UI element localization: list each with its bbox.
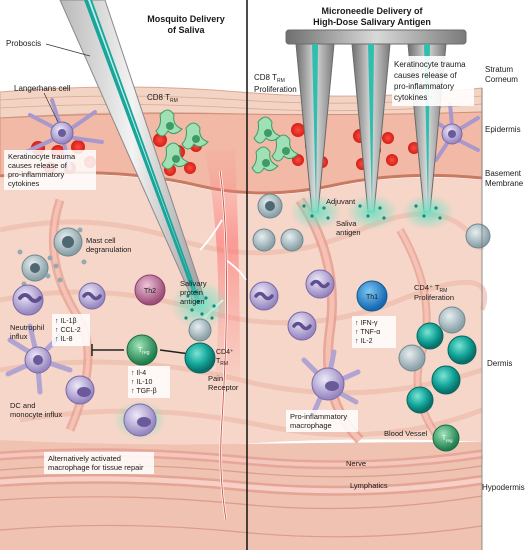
right-labels: CD8 TRM Proliferation Keratinocyte traum… xyxy=(254,56,474,490)
keratinocyte-right-4: cytokines xyxy=(394,93,427,102)
th1-cytokine-3: ↑ IL-2 xyxy=(355,338,373,345)
treg-cytokine-1: ↑ Il-4 xyxy=(131,370,146,377)
th1-label: Th1 xyxy=(366,294,378,301)
th1-cytokine-2: ↑ TNF-α xyxy=(355,329,380,336)
saliva-label-2: antigen xyxy=(336,228,361,237)
keratinocyte-left-1: Keratinocyte trauma xyxy=(8,152,76,161)
cd4-label-right: CD4⁺ TRM xyxy=(414,283,447,294)
cd8-label-right-2: Proliferation xyxy=(254,85,297,94)
cytokine-left-1: ↑ IL-1β xyxy=(55,318,77,325)
pain-receptor xyxy=(199,150,247,521)
lymphatics-label: Lymphatics xyxy=(350,481,388,490)
dermis-label: Dermis xyxy=(487,359,512,368)
proboscis xyxy=(59,0,206,306)
cytokine-left-2: ↑ CCL-2 xyxy=(55,327,81,334)
th1-cell xyxy=(356,280,388,312)
mast-cells xyxy=(17,227,87,287)
left-title-line2: of Saliva xyxy=(167,25,205,35)
mast-label-2: degranulation xyxy=(86,245,131,254)
gray-cells-right xyxy=(252,193,491,252)
dc-label-2: monocyte influx xyxy=(10,410,62,419)
neutrophil-label-1: Neutrophil xyxy=(10,323,45,332)
treg-label-left: Treg xyxy=(138,347,150,356)
alt-macro-label-1: Alternatively activated xyxy=(48,454,121,463)
cytokine-left-3: ↑ IL-8 xyxy=(55,336,73,343)
treg-label-right: Treg xyxy=(442,435,453,443)
right-title-line1: Microneedle Delivery of xyxy=(321,6,423,16)
keratinocyte-right-1: Keratinocyte trauma xyxy=(394,60,466,69)
mast-label-1: Mast cell xyxy=(86,236,116,245)
cd4-label-right-2: Proliferation xyxy=(414,293,454,302)
epidermis-label: Epidermis xyxy=(485,125,521,134)
basement-label-1: Basement xyxy=(485,169,522,178)
treg-cytokine-2: ↑ IL-10 xyxy=(131,379,153,386)
langerhans-label: Langerhans cell xyxy=(14,84,71,93)
saliva-glow-right xyxy=(290,194,454,230)
cd8-trm-cells-right xyxy=(251,116,299,174)
langerhans-cell-right xyxy=(428,102,480,162)
stratum-label-1: Stratum xyxy=(485,65,513,74)
right-title-line2: High-Dose Salivary Antigen xyxy=(313,17,431,27)
th2-label: Th2 xyxy=(144,288,156,295)
saliva-label-1: Saliva xyxy=(336,219,357,228)
saliva-glow-left xyxy=(170,281,230,329)
neutrophils-left xyxy=(12,282,106,316)
proboscis-label: Proboscis xyxy=(6,39,41,48)
dc-label-1: DC and xyxy=(10,401,35,410)
adjuvant-label: Adjuvant xyxy=(326,197,356,206)
keratinocyte-left-4: cytokines xyxy=(8,179,40,188)
basement-label-2: Membrane xyxy=(485,179,524,188)
langerhans-cell-left xyxy=(24,98,104,170)
th1-cytokine-1: ↑ IFN-γ xyxy=(355,320,378,327)
pro-macro-label-1: Pro-inflammatory xyxy=(290,412,347,421)
alt-macrophage xyxy=(114,400,166,440)
left-labels: Proboscis Langerhans cell CD8 TRM Kerati… xyxy=(4,39,239,474)
blood-vessel-label: Blood Vessel xyxy=(384,429,428,438)
panel-titles: Mosquito Delivery of Saliva Microneedle … xyxy=(147,6,431,35)
cd8-label-right: CD8 TRM xyxy=(254,73,285,84)
monocytes-left xyxy=(65,375,95,405)
salivary-label-3: antigen xyxy=(180,297,205,306)
neutrophil-label-2: influx xyxy=(10,332,28,341)
cd8-label-left: CD8 TRM xyxy=(147,93,178,104)
layer-labels: Stratum Corneum Epidermis Basement Membr… xyxy=(481,65,525,550)
treg-cell-left xyxy=(91,334,191,366)
treg-cytokine-3: ↑ TGF-β xyxy=(131,388,157,395)
pain-label-1: Pain xyxy=(208,374,223,383)
cd4-trm-cells-right xyxy=(398,306,477,414)
treg-cell-right xyxy=(432,424,460,452)
hypodermis-label: Hypodermis xyxy=(482,483,525,492)
keratinocyte-left-2: causes release of xyxy=(8,161,68,170)
th2-cell xyxy=(134,274,166,306)
pro-macro-label-2: macrophage xyxy=(290,421,332,430)
keratinocyte-right-3: pro-inflammatory xyxy=(394,82,454,91)
pain-label-2: Receptor xyxy=(208,383,239,392)
keratinocyte-right-2: causes release of xyxy=(394,71,457,80)
stratum-label-2: Corneum xyxy=(485,75,518,84)
cd4-label-left: CD4⁺ xyxy=(216,349,234,356)
cd4-label-left-sub: TRM xyxy=(216,358,228,367)
cd8-trm-cells-left xyxy=(155,109,209,170)
pro-inflammatory-macrophage xyxy=(301,349,361,415)
cd4-trm-cells-left xyxy=(184,318,216,374)
salivary-label-2: protein xyxy=(180,288,203,297)
alt-macro-label-2: macrophage for tissue repair xyxy=(48,463,144,472)
salivary-label-1: Salivary xyxy=(180,279,207,288)
nerve-label: Nerve xyxy=(346,459,366,468)
left-title-line1: Mosquito Delivery xyxy=(147,14,225,24)
keratinocyte-left-3: pro-inflammatory xyxy=(8,170,65,179)
neutrophils-right xyxy=(249,269,335,341)
